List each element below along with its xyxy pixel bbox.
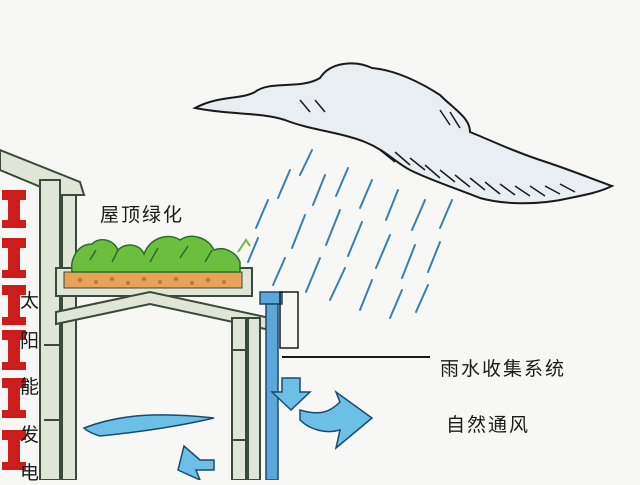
solar-label-char: 电: [20, 458, 39, 485]
red-mark: [2, 238, 26, 248]
rain-streak: [278, 170, 290, 198]
cloud: [195, 63, 612, 203]
rain-streak: [348, 222, 362, 256]
rain-streak: [273, 258, 285, 285]
rain-streak: [326, 210, 340, 245]
ventilation-arrow-right: [300, 392, 372, 448]
rain-streak: [330, 268, 345, 300]
rain-streak: [360, 280, 372, 310]
natural-ventilation-label: 自然通风: [446, 410, 530, 437]
solar-label-char: 能: [20, 372, 39, 399]
green-roof-plants: [72, 236, 250, 272]
red-mark: [2, 220, 26, 228]
rain-streak: [313, 175, 325, 205]
rain-streak: [386, 190, 398, 220]
rain-streak: [416, 285, 428, 312]
red-mark: [8, 295, 20, 317]
rain-streak: [248, 238, 258, 262]
rain-streak: [336, 168, 348, 196]
rain-streak: [440, 200, 452, 228]
rainwater-system-label: 雨水收集系统: [440, 354, 566, 381]
rain-streak: [256, 200, 268, 228]
rainwater-downpipe: [260, 292, 310, 480]
rain-streak: [292, 215, 305, 248]
wind-arrows: [84, 392, 372, 480]
red-mark: [2, 362, 26, 370]
red-mark: [8, 388, 20, 410]
red-mark: [8, 340, 20, 362]
rain-streak: [376, 235, 390, 268]
rain-streak: [360, 180, 372, 208]
solar-label-char: 太: [20, 286, 39, 313]
green-roof-soil: [64, 272, 242, 288]
rain-streak: [300, 150, 312, 175]
solar-label-char: 阳: [20, 326, 39, 353]
roof-greening-label: 屋顶绿化: [100, 200, 184, 227]
red-mark: [2, 410, 26, 418]
rain-streak: [412, 200, 425, 230]
rain-streak: [390, 290, 402, 318]
red-mark: [8, 440, 20, 462]
ventilation-arrow-left: [178, 446, 214, 480]
red-mark: [8, 248, 20, 270]
red-mark: [8, 200, 20, 220]
solar-label-char: 发: [20, 420, 39, 447]
rain-streak: [428, 242, 440, 272]
rain-streak: [402, 245, 415, 278]
red-mark: [2, 270, 26, 278]
red-mark: [2, 317, 26, 325]
rain-streak: [306, 258, 320, 292]
red-mark: [2, 190, 26, 200]
